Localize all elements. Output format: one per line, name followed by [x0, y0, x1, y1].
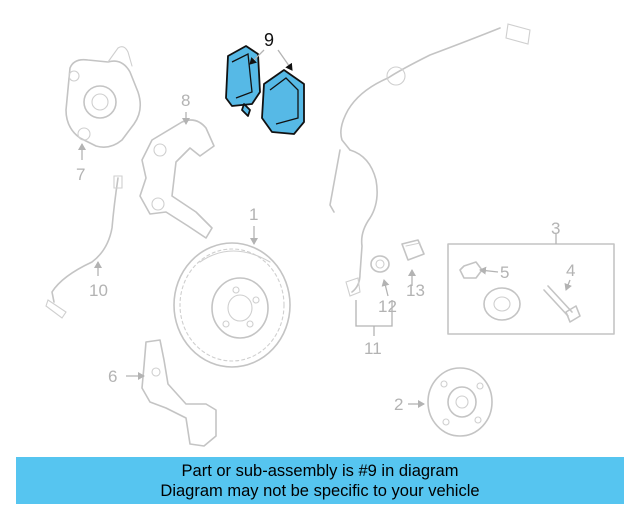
splash-shield-part — [141, 339, 217, 447]
callout-8: 8 — [181, 91, 190, 110]
callout-3: 3 — [551, 219, 560, 238]
callout-11: 11 — [364, 339, 382, 358]
banner-line-2: Diagram may not be specific to your vehi… — [160, 481, 480, 500]
abs-sensor-part — [329, 23, 531, 297]
caliper-part — [65, 46, 142, 148]
brake-pads-part[interactable] — [225, 45, 305, 135]
callout-7: 7 — [76, 165, 85, 184]
callout-10: 10 — [89, 281, 108, 300]
bearing-kit-box — [447, 243, 615, 335]
info-banner: Part or sub-assembly is #9 in diagram Di… — [16, 457, 624, 504]
brake-hose-part — [45, 175, 123, 319]
callout-5: 5 — [500, 263, 509, 282]
callout-1: 1 — [249, 205, 258, 224]
caliper-bracket-part — [139, 119, 215, 239]
callout-13: 13 — [406, 281, 425, 300]
leader-lines — [78, 49, 572, 408]
callout-12: 12 — [378, 297, 397, 316]
callout-2: 2 — [394, 395, 403, 414]
banner-line-1: Part or sub-assembly is #9 in diagram — [181, 461, 459, 480]
callout-4: 4 — [566, 261, 575, 280]
bushing-part — [401, 239, 425, 261]
callout-6: 6 — [108, 367, 117, 386]
brake-rotor-part — [173, 242, 291, 368]
sensor-ring-part — [370, 255, 390, 273]
callout-9: 9 — [264, 30, 274, 50]
wheel-hub-part — [427, 367, 493, 437]
parts-diagram: 9 8 7 10 1 6 3 5 4 13 12 11 2 — [45, 23, 615, 447]
